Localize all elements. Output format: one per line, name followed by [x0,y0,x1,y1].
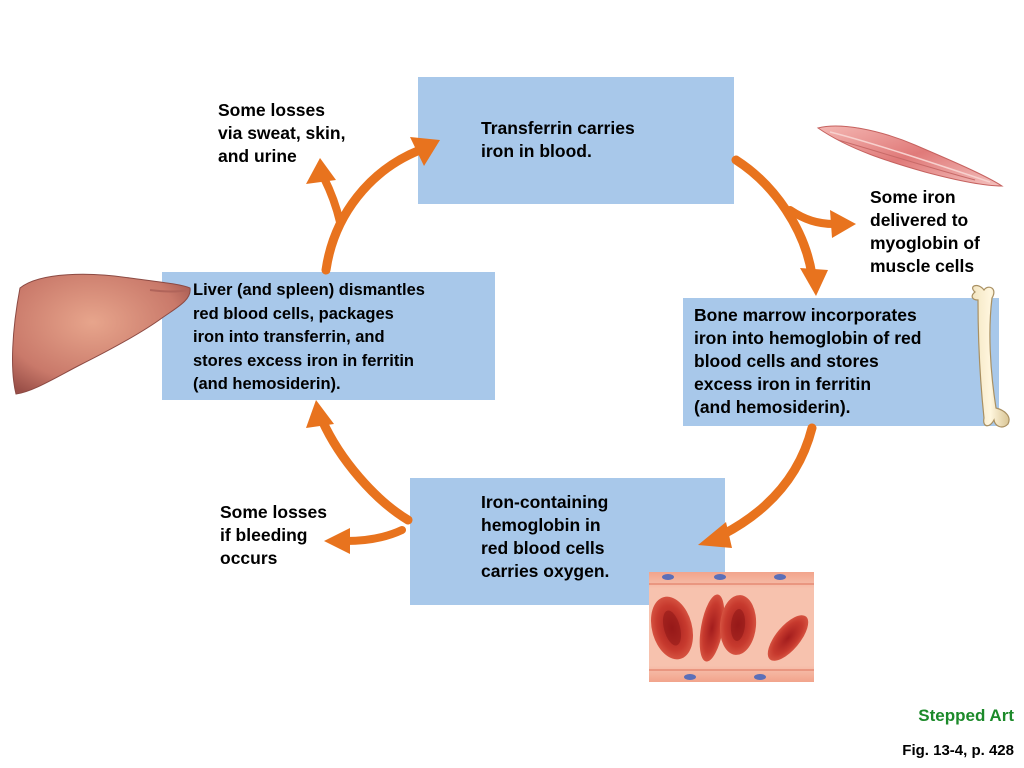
arrow-hemoglobin-to-liver [306,400,413,525]
liver-box [162,272,495,400]
arrow-losses-bleeding [324,526,406,554]
losses-sweat-note: Some losses via sweat, skin, and urine [218,100,346,166]
arrow-myoglobin [786,206,856,238]
liver-illustration [12,273,191,395]
muscle-illustration [816,125,1004,187]
transferrin-text: Transferrin carries iron in blood. [481,118,635,161]
losses-bleeding-note: Some losses if bleeding occurs [220,502,327,568]
hemoglobin-text: Iron-containing hemoglobin in red blood … [481,492,610,581]
bone-illustration [971,284,1010,428]
transferrin-box [418,77,734,204]
bone-marrow-text: Bone marrow incorporates iron into hemog… [694,305,922,417]
liver-text: Liver (and spleen) dismantles red blood … [193,281,425,393]
arrow-liver-to-transferrin [321,137,440,275]
arrow-bone-marrow-to-hemoglobin [698,423,817,548]
arrow-transferrin-to-bone-marrow [731,155,828,296]
myoglobin-note: Some iron delivered to myoglobin of musc… [870,187,980,276]
stepped-art-label: Stepped Art [918,706,1014,725]
bone-marrow-box [683,298,999,426]
figure-reference: Fig. 13-4, p. 428 [902,742,1014,759]
arrow-losses-sweat [306,158,344,226]
blood-vessel-illustration [649,572,814,682]
